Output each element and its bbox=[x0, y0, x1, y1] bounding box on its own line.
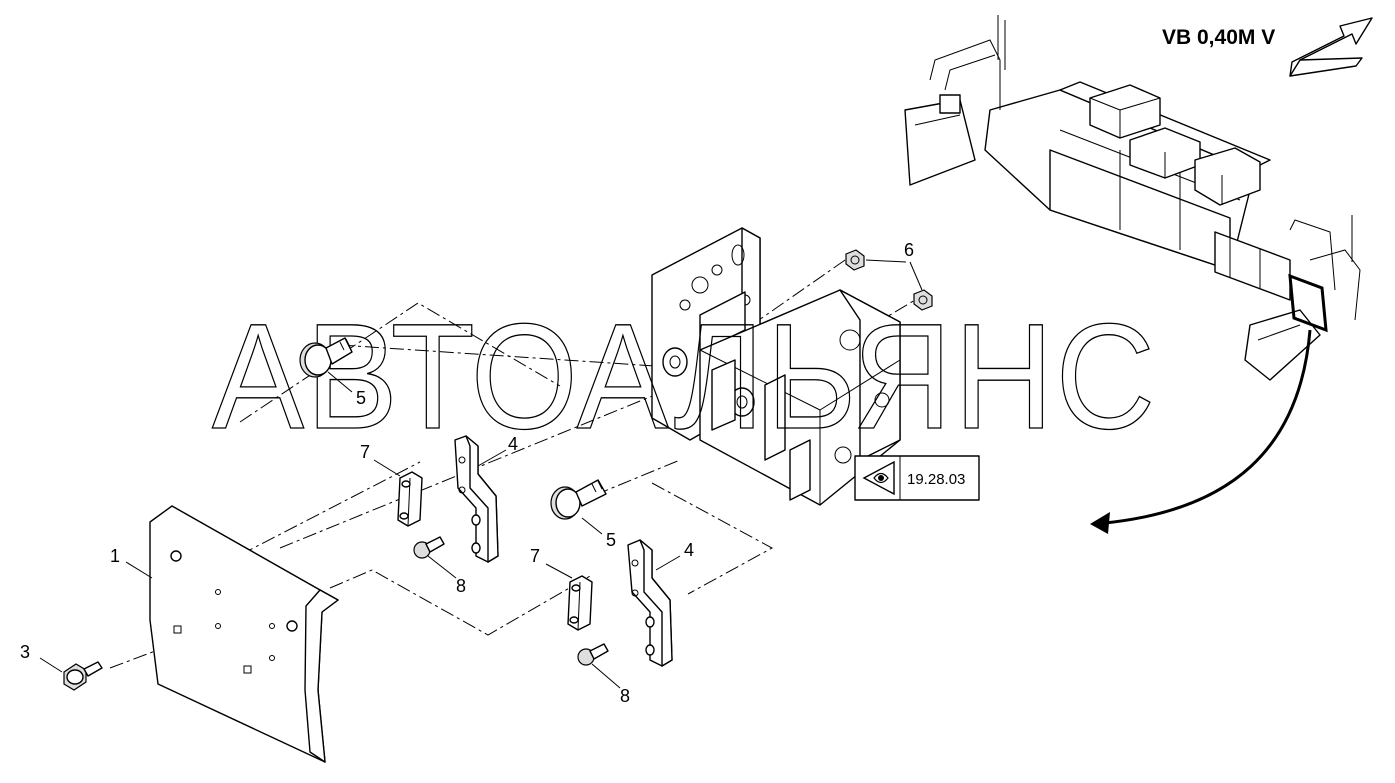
screed-assembly-overview bbox=[904, 15, 1361, 381]
callout-1: 1 bbox=[110, 546, 120, 566]
part-4-bracket-upper bbox=[454, 435, 499, 563]
part-8-screw-upper bbox=[413, 536, 445, 559]
callout-leaders bbox=[39, 259, 923, 689]
callout-7-lower: 7 bbox=[530, 546, 540, 566]
reference-code: 19.28.03 bbox=[907, 471, 965, 488]
highlighted-side-plate bbox=[1288, 273, 1328, 333]
variant-title: VB 0,40M V bbox=[1162, 26, 1275, 49]
part-7-spacer-upper bbox=[397, 471, 423, 527]
curved-arrow-icon bbox=[1090, 329, 1312, 534]
callout-8-lower: 8 bbox=[620, 686, 630, 706]
part-8-screw-lower bbox=[577, 643, 609, 666]
callout-3: 3 bbox=[20, 642, 30, 662]
callout-7-upper: 7 bbox=[360, 442, 370, 462]
callout-5-lower: 5 bbox=[606, 530, 616, 550]
callout-8-upper: 8 bbox=[456, 576, 466, 596]
eye-icon bbox=[862, 460, 895, 496]
side-mount-assembly bbox=[651, 227, 901, 506]
part-4-bracket-lower bbox=[627, 539, 673, 667]
part-1-cover-plate bbox=[149, 505, 339, 763]
part-3-bolt bbox=[63, 661, 103, 691]
callout-4-upper: 4 bbox=[508, 434, 518, 454]
callout-4-lower: 4 bbox=[684, 540, 694, 560]
part-6-nut-upper bbox=[845, 249, 865, 271]
reference-box: 19.28.03 bbox=[854, 455, 980, 501]
part-7-spacer-lower bbox=[567, 575, 593, 631]
part-6-nut-lower bbox=[913, 289, 933, 311]
part-5-shoulder-bolt-upper bbox=[299, 337, 353, 378]
callout-5-upper: 5 bbox=[356, 388, 366, 408]
callout-6: 6 bbox=[904, 240, 914, 260]
direction-arrow-icon bbox=[1289, 17, 1373, 77]
part-5-shoulder-bolt-lower bbox=[550, 479, 607, 520]
watermark: АВТОАЛЬЯНС bbox=[212, 292, 1157, 460]
